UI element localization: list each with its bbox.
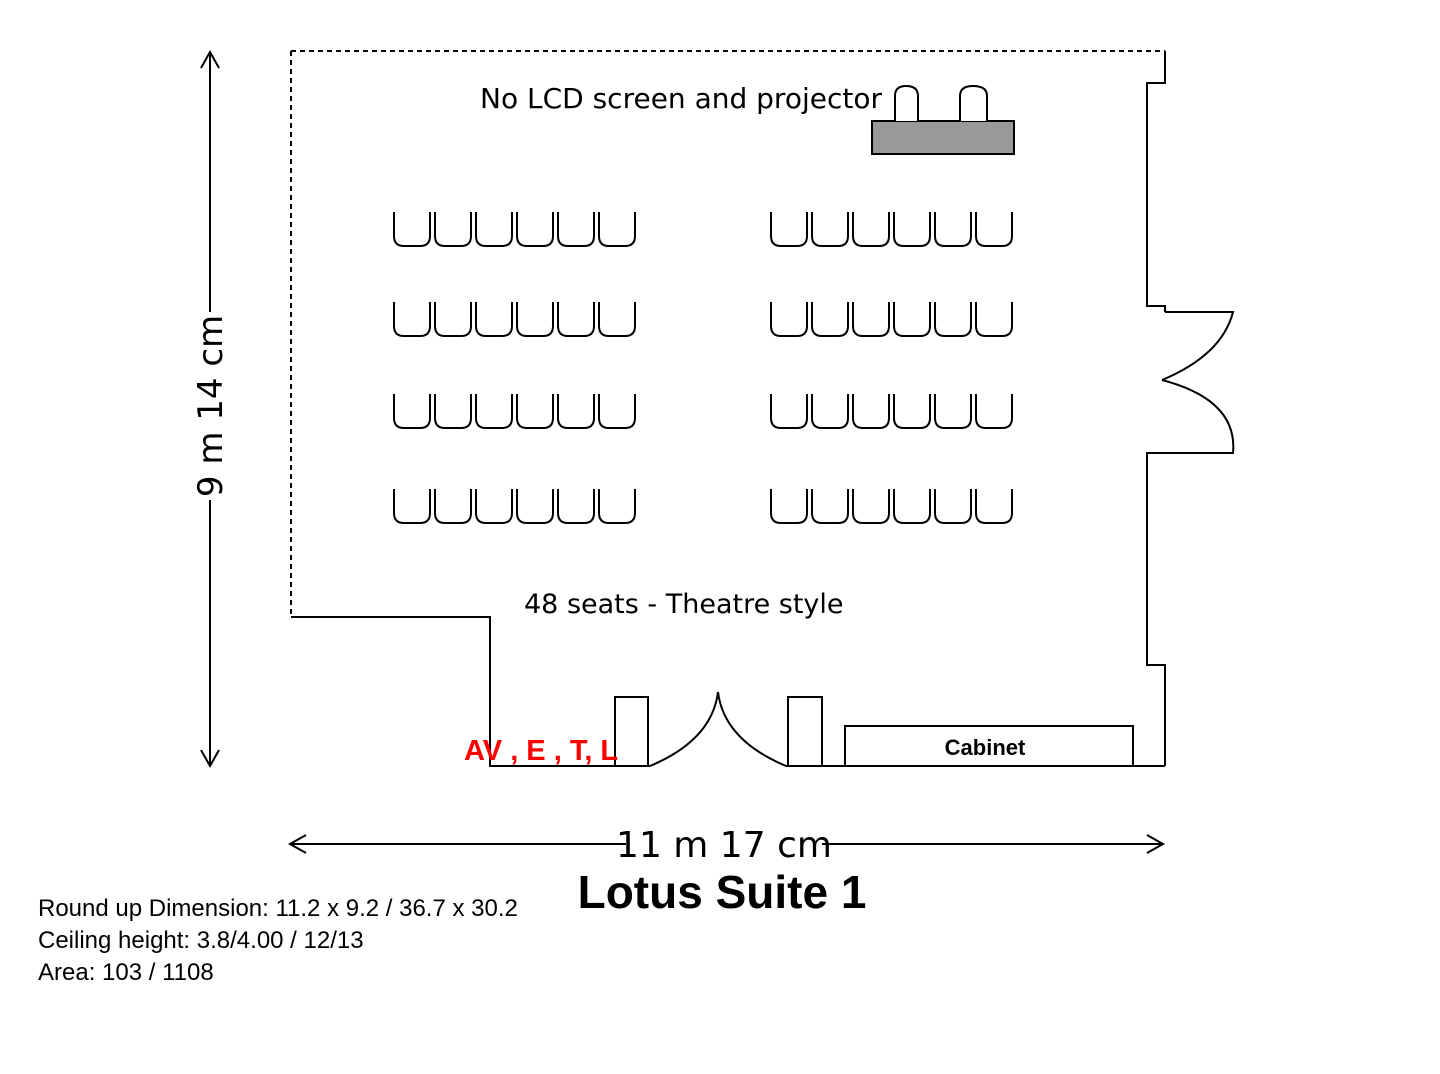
room-area: Area: 103 / 1108 (38, 959, 214, 986)
cabinet-label: Cabinet (945, 735, 1026, 760)
seat (811, 489, 849, 524)
seat (893, 394, 931, 429)
seat (975, 489, 1013, 524)
seat (934, 212, 972, 247)
seat (770, 302, 808, 337)
seat (393, 212, 431, 247)
seat (893, 212, 931, 247)
seat (475, 394, 513, 429)
services-label: AV , E , T, L (464, 735, 618, 767)
seat (557, 394, 595, 429)
seat (893, 302, 931, 337)
seating-note: 48 seats - Theatre style (524, 589, 844, 620)
width-dimension (287, 834, 1166, 854)
seat (598, 489, 636, 524)
round-up-dimension: Round up Dimension: 11.2 x 9.2 / 36.7 x … (38, 895, 518, 922)
seat (434, 489, 472, 524)
screen-note: No LCD screen and projector (480, 82, 882, 115)
seat (770, 489, 808, 524)
seat (393, 394, 431, 429)
seat (811, 302, 849, 337)
seat (557, 489, 595, 524)
right-door (1161, 311, 1235, 454)
room-title: Lotus Suite 1 (578, 866, 867, 918)
seat (475, 212, 513, 247)
seat (811, 212, 849, 247)
seating-area (393, 212, 1013, 524)
seat (598, 302, 636, 337)
seat (516, 302, 554, 337)
seat (975, 212, 1013, 247)
seat (934, 302, 972, 337)
seat (934, 489, 972, 524)
seat (770, 394, 808, 429)
bottom-door (649, 691, 787, 767)
projector-unit (871, 84, 1015, 155)
seat (811, 394, 849, 429)
seat (598, 394, 636, 429)
seat (893, 489, 931, 524)
seat (393, 302, 431, 337)
seat (516, 394, 554, 429)
seat (975, 394, 1013, 429)
height-dimension (200, 49, 220, 769)
seat (852, 302, 890, 337)
width-label: 11 m 17 cm (616, 825, 832, 866)
height-label: 9 m 14 cm (191, 315, 231, 497)
seat (475, 489, 513, 524)
seat (598, 212, 636, 247)
seat (852, 489, 890, 524)
room-info: Round up Dimension: 11.2 x 9.2 / 36.7 x … (38, 893, 518, 989)
seat (434, 302, 472, 337)
seat (852, 394, 890, 429)
ceiling-height: Ceiling height: 3.8/4.00 / 12/13 (38, 927, 364, 954)
dashed-wall (290, 50, 1165, 617)
seat (434, 212, 472, 247)
seat (557, 302, 595, 337)
seat (770, 212, 808, 247)
seat (516, 212, 554, 247)
seat (852, 212, 890, 247)
seat (434, 394, 472, 429)
seat (975, 302, 1013, 337)
seat (475, 302, 513, 337)
seat (393, 489, 431, 524)
seat (557, 212, 595, 247)
seat (516, 489, 554, 524)
cabinet: Cabinet (844, 725, 1134, 767)
seat (934, 394, 972, 429)
solid-wall (291, 51, 1166, 767)
